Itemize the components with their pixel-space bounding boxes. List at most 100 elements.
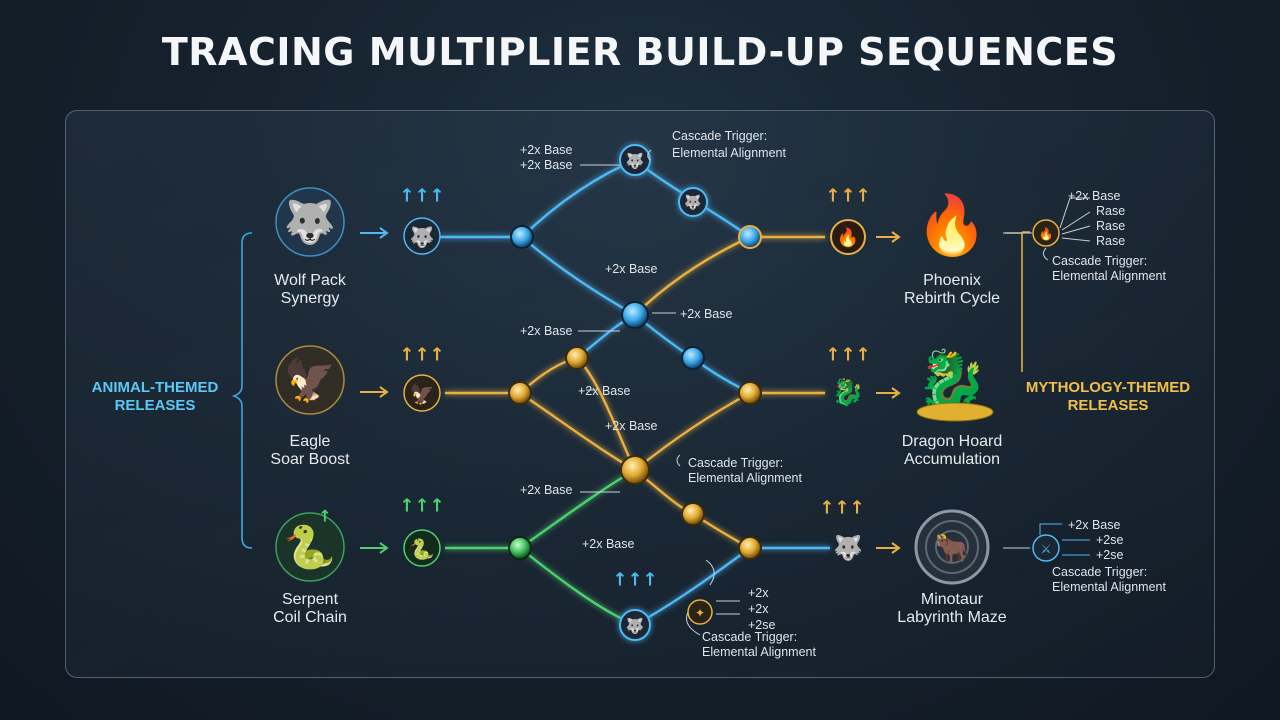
target-label-3-line2: Labyrinth Maze [897, 609, 1006, 626]
mini-eagle: 🦅 ↑↑↑ [399, 345, 445, 412]
right-top-fan-arrows [1059, 197, 1091, 242]
mini-phoenix: 🔥 ↑↑↑ [825, 186, 871, 255]
note-top-cascade1: Cascade Trigger: [672, 129, 767, 143]
note-rb-cascade1: Cascade Trigger: [1052, 565, 1147, 579]
note-top-base2: +2x Base [520, 158, 573, 172]
note-rt-r1: Rase [1096, 204, 1125, 218]
eagle-icon: 🦅 [410, 382, 435, 406]
target-label-3-line1: Minotaur [921, 591, 984, 608]
source-label-1-line1: Wolf Pack [274, 272, 347, 289]
note-rt-cascade2: Elemental Alignment [1052, 269, 1166, 283]
fire-icon: 🔥 [916, 191, 988, 259]
note-rb-cascade2: Elemental Alignment [1052, 580, 1166, 594]
node-g1 [565, 346, 589, 370]
wolf-badge-upper: 🐺 [678, 187, 708, 217]
note-rt-r2: Rase [1096, 219, 1125, 233]
wolf-icon: 🐺 [410, 225, 435, 249]
node-b3 [681, 346, 705, 370]
mini-dragon: 🐉 ↑↑↑ [825, 345, 870, 409]
rune-icon: ⚔ [1041, 542, 1052, 556]
right-bottom-badge: ⚔ [1032, 523, 1090, 562]
target-minotaur: 🐂 [914, 509, 990, 585]
snake-icon: 🐍 [410, 537, 435, 561]
eagle-icon: 🦅 [284, 355, 336, 405]
target-label-2-line2: Accumulation [904, 451, 1000, 468]
node-gr1 [508, 536, 532, 560]
up-arrows-icon: ↑↑↑ [819, 498, 864, 519]
flow-line-blue-8 [634, 547, 751, 627]
wolf-icon: 🐺 [626, 617, 645, 635]
note-rb-base: +2x Base [1068, 518, 1121, 532]
note-rt-cascade1: Cascade Trigger: [1052, 254, 1147, 268]
source-eagle: 🦅 [275, 345, 345, 415]
arrow-eagle [360, 386, 389, 398]
note-bot-cascade1: Cascade Trigger: [702, 630, 797, 644]
right-category-line1: MYTHOLOGY-THEMED [1026, 379, 1190, 396]
mini-serpent: 🐍 ↑↑↑ ↑ [318, 496, 445, 567]
flow-line-blue-4 [521, 236, 636, 317]
node-g6 [738, 536, 762, 560]
note-rt-base: +2x Base [1068, 189, 1121, 203]
note-low-base-b: +2x Base [582, 537, 635, 551]
source-serpent: 🐍 [275, 512, 345, 582]
target-label-1-line2: Rebirth Cycle [904, 290, 1000, 307]
diagram-panel [65, 110, 1215, 678]
source-label-2-line2: Soar Boost [270, 451, 350, 468]
page-title: TRACING MULTIPLIER BUILD-UP SEQUENCES [161, 30, 1119, 74]
node-g3 [738, 381, 762, 405]
source-label-1-line2: Synergy [281, 290, 340, 307]
note-mid-cascade1: Cascade Trigger: [688, 456, 783, 470]
arrow-to-minotaur [876, 542, 901, 554]
flow-line-gold-4 [634, 235, 751, 316]
node-g4 [620, 455, 650, 485]
note-mid-base-e: +2x Base [605, 419, 658, 433]
right-top-badge: 🔥 [1032, 197, 1091, 247]
target-phoenix: 🔥 [916, 191, 988, 259]
snake-icon: 🐍 [284, 523, 336, 572]
arrow-wolf [360, 227, 389, 239]
right-category-line2: RELEASES [1068, 397, 1149, 414]
dragon-icon: 🐉 [832, 377, 864, 408]
up-arrows-icon: ↑ [318, 507, 331, 526]
left-bracket [231, 232, 253, 549]
up-arrows-icon: ↑↑↑ [612, 570, 657, 591]
note-mid-base-a: +2x Base [605, 262, 658, 276]
up-arrows-icon: ↑↑↑ [825, 345, 870, 366]
wolf-badge-bottom: 🐺 [619, 609, 651, 641]
target-dragon: 🐉 [916, 346, 994, 422]
note-mid-base-d: +2x Base [578, 384, 631, 398]
wolf-badge-top: 🐺 [619, 144, 651, 176]
source-label-3-line1: Serpent [282, 591, 339, 608]
fire-icon: 🔥 [1039, 227, 1054, 241]
node-b2 [621, 301, 649, 329]
note-mid-base-b: +2x Base [680, 307, 733, 321]
wolf-icon: 🐺 [684, 194, 702, 211]
fire-icon: 🔥 [837, 227, 859, 249]
arrow-to-phoenix [876, 231, 901, 243]
note-bot-x1: +2x [748, 586, 769, 600]
left-category-line1: ANIMAL-THEMED [92, 379, 219, 396]
right-bracket [1005, 231, 1030, 372]
source-wolf: 🐺 [275, 187, 345, 257]
up-arrows-icon: ↑↑↑ [399, 345, 444, 366]
bottom-badge-arrows [716, 600, 740, 615]
note-mid-base-c: +2x Base [520, 324, 573, 338]
spark-icon: ✦ [695, 606, 705, 620]
note-low-base-a: +2x Base [520, 483, 573, 497]
source-label-3-line2: Coil Chain [273, 609, 347, 626]
target-label-2-line1: Dragon Hoard [902, 433, 1003, 450]
gold-coins-icon [916, 402, 994, 422]
note-bot-x3: +2se [748, 618, 776, 632]
note-mid-cascade2: Elemental Alignment [688, 471, 802, 485]
note-rt-r3: Rase [1096, 234, 1125, 248]
source-label-2-line1: Eagle [290, 433, 331, 450]
labyrinth-icon [925, 520, 979, 574]
node-b1 [510, 225, 534, 249]
up-arrows-icon: ↑↑↑ [399, 496, 444, 517]
wolf-icon: 🐺 [626, 152, 645, 170]
note-top-base1: +2x Base [520, 143, 573, 157]
node-b4 [738, 225, 762, 249]
node-g5 [681, 502, 705, 526]
note-top-cascade2: Elemental Alignment [672, 146, 786, 160]
mini-wolf: 🐺 ↑↑↑ [399, 186, 445, 255]
